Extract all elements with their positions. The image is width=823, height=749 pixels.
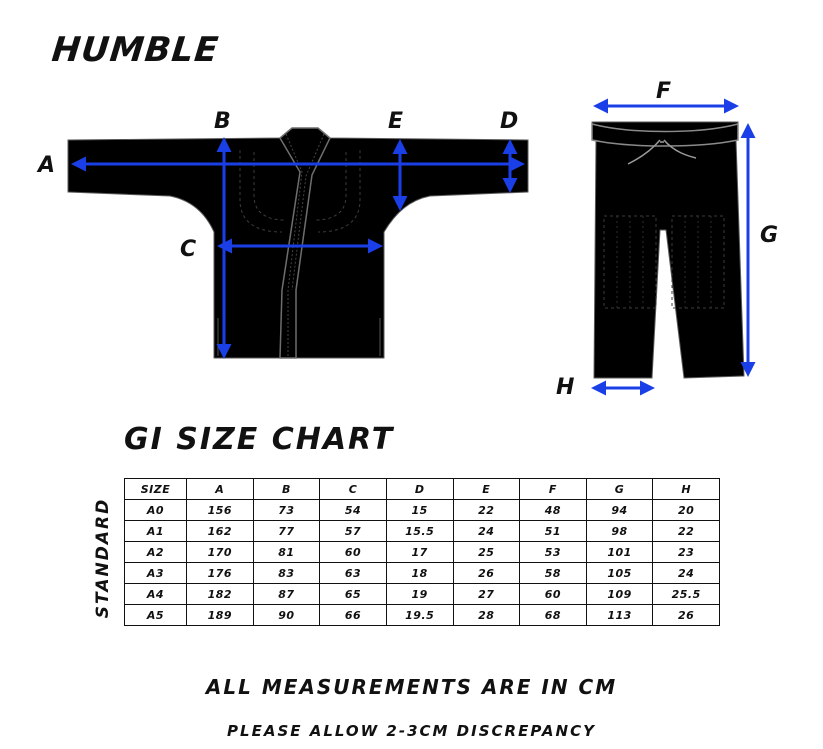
standard-label-text: STANDARD: [93, 497, 113, 619]
measurement-cell: 60: [519, 583, 587, 605]
column-header: F: [519, 478, 587, 500]
pants-waistband: [591, 123, 739, 147]
label-d: D: [500, 109, 518, 134]
measurement-cell: 23: [652, 541, 720, 563]
measurement-cell: 87: [252, 583, 321, 605]
measurement-cell: 73: [252, 499, 321, 521]
size-cell: A5: [124, 604, 187, 626]
column-header: A: [186, 478, 254, 500]
measurement-cell: 63: [319, 562, 387, 584]
measurement-cell: 162: [186, 520, 254, 542]
measurement-cell: 68: [519, 604, 587, 626]
measurement-cell: 48: [519, 499, 587, 521]
column-header: H: [652, 478, 720, 500]
column-header: B: [252, 478, 321, 500]
measurement-cell: 26: [652, 604, 720, 626]
measurement-cell: 22: [652, 520, 720, 542]
measurement-cell: 113: [585, 604, 654, 626]
pants-drawstring: [627, 139, 697, 165]
measurement-cell: 94: [585, 499, 654, 521]
size-cell: A3: [124, 562, 187, 584]
measurement-cell: 25.5: [652, 583, 720, 605]
measurement-cell: 60: [319, 541, 387, 563]
measurement-cell: 57: [319, 520, 387, 542]
measurement-cell: 24: [452, 520, 521, 542]
measurement-cell: 22: [452, 499, 521, 521]
measurement-cell: 53: [519, 541, 587, 563]
label-e: E: [388, 109, 403, 134]
measurement-cell: 65: [319, 583, 387, 605]
label-c: C: [180, 237, 196, 262]
label-f: F: [656, 79, 671, 104]
measurement-cell: 98: [585, 520, 654, 542]
gi-diagram: A B C D E F G H: [36, 79, 778, 400]
measurement-cell: 105: [585, 562, 654, 584]
size-cell: A2: [124, 541, 187, 563]
measurement-cell: 66: [319, 604, 387, 626]
measurement-cell: 26: [452, 562, 521, 584]
size-cell: A1: [124, 520, 187, 542]
measurement-cell: 81: [252, 541, 321, 563]
label-b: B: [214, 109, 231, 134]
measurement-cell: 176: [186, 562, 254, 584]
measurement-cell: 101: [585, 541, 654, 563]
measurement-arrows: [71, 98, 756, 396]
column-header: SIZE: [124, 478, 187, 500]
measurement-cell: 90: [252, 604, 321, 626]
size-cell: A0: [124, 499, 187, 521]
measurement-cell: 54: [319, 499, 387, 521]
column-header: D: [385, 478, 454, 500]
measurement-cell: 109: [585, 583, 654, 605]
measurement-cell: 15.5: [385, 520, 454, 542]
measurement-cell: 58: [519, 562, 587, 584]
measurement-cell: 28: [452, 604, 521, 626]
measurement-cell: 156: [186, 499, 254, 521]
measurement-cell: 182: [186, 583, 254, 605]
pants-illustration: [591, 121, 745, 379]
measurement-cell: 17: [385, 541, 454, 563]
size-cell: A4: [124, 583, 187, 605]
measurement-cell: 19.5: [385, 604, 454, 626]
measurement-cell: 15: [385, 499, 454, 521]
measurement-cell: 170: [186, 541, 254, 563]
measurement-cell: 20: [652, 499, 720, 521]
label-a: A: [36, 153, 55, 178]
measurement-cell: 27: [452, 583, 521, 605]
label-h: H: [556, 375, 574, 400]
column-header: G: [585, 478, 654, 500]
column-header: E: [452, 478, 521, 500]
measurement-cell: 18: [385, 562, 454, 584]
discrepancy-note: PLEASE ALLOW 2-3CM DISCREPANCY: [227, 722, 596, 740]
measurement-cell: 24: [652, 562, 720, 584]
chart-title: GI SIZE CHART: [124, 422, 395, 457]
label-g: G: [760, 223, 778, 248]
units-note: ALL MEASUREMENTS ARE IN CM: [205, 675, 618, 699]
measurement-cell: 19: [385, 583, 454, 605]
measurement-cell: 189: [186, 604, 254, 626]
measurement-cell: 77: [252, 520, 321, 542]
pants-body: [591, 121, 745, 379]
measurement-cell: 25: [452, 541, 521, 563]
measurement-cell: 51: [519, 520, 587, 542]
measurement-cell: 83: [252, 562, 321, 584]
column-header: C: [319, 478, 387, 500]
